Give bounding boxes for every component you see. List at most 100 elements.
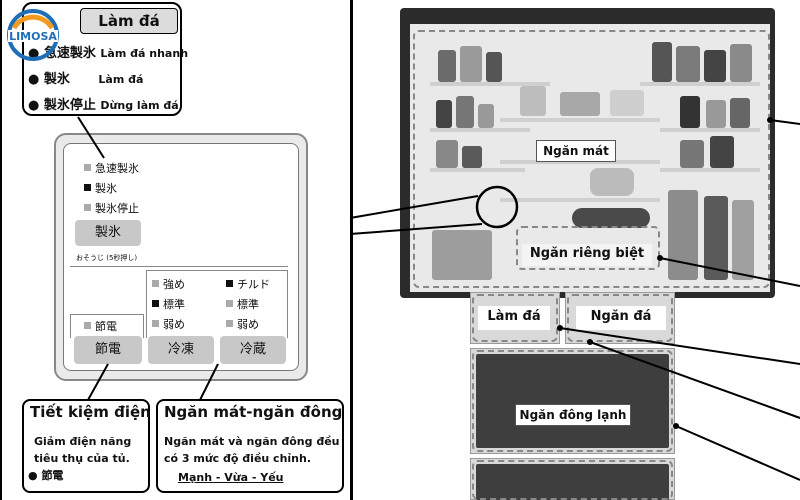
separate-compartment-label: Ngăn riêng biệt xyxy=(522,244,652,266)
ice-compartment-label: Làm đá xyxy=(478,306,550,330)
eco-callout-line1: Giảm điện năng xyxy=(34,435,132,448)
panel-divider xyxy=(70,266,288,267)
jar xyxy=(676,46,700,82)
bottle xyxy=(710,136,734,168)
eco-option-label: 節電 xyxy=(95,320,117,333)
fridge-normal-label: 標準 xyxy=(237,298,259,311)
jar xyxy=(486,52,502,82)
eco-callout-line2: tiêu thụ của tủ. xyxy=(34,452,130,465)
freezer-outline xyxy=(472,350,673,452)
indicator-on-icon xyxy=(152,300,159,307)
fridge-chilled-option: チルド xyxy=(226,276,270,292)
indicator-light-icon xyxy=(152,320,159,327)
ice-row-stop: ● 製氷停止 Dừng làm đá xyxy=(28,94,179,113)
food-items xyxy=(432,230,492,280)
door-shelf xyxy=(430,82,550,86)
temp-options-frame xyxy=(146,270,288,338)
fridge-weak-option: 弱め xyxy=(226,316,259,332)
ice-clean-note: おそうじ (5秒押し) xyxy=(76,254,138,262)
indicator-on-icon xyxy=(84,184,91,191)
indicator-light-icon xyxy=(84,204,91,211)
eco-callout-jp: ● 節電 xyxy=(28,467,63,484)
jar xyxy=(730,44,752,82)
bullet-dot: ● xyxy=(28,72,44,87)
temperature-callout: Ngăn mát-ngăn đông Ngăn mát và ngăn đông… xyxy=(156,399,344,493)
cool-compartment-label: Ngăn mát xyxy=(536,140,616,162)
bottle xyxy=(478,104,494,128)
jar xyxy=(652,42,672,82)
ice-row-quick-jp: 急速製氷 xyxy=(43,46,96,61)
ice-row-quick-vi: Làm đá nhanh xyxy=(100,47,189,60)
interior-shelf xyxy=(500,118,660,122)
interior-shelf xyxy=(500,160,660,164)
divider-line xyxy=(350,0,353,500)
freezer-strong-label: 強め xyxy=(163,278,185,291)
connector-line xyxy=(675,425,800,481)
freezer-strong-option: 強め xyxy=(152,276,185,292)
ice-callout-title: Làm đá xyxy=(80,8,178,34)
door-shelf xyxy=(660,168,760,172)
bottle xyxy=(456,96,474,128)
bottle xyxy=(436,100,452,128)
bottle xyxy=(462,146,482,168)
container xyxy=(520,86,546,116)
eco-button[interactable]: 節電 xyxy=(74,336,142,364)
eco-option: 節電 xyxy=(84,318,117,334)
freezer-button[interactable]: 冷凍 xyxy=(148,336,214,364)
freezer-weak-option: 弱め xyxy=(152,316,185,332)
separate-compartment-outline xyxy=(516,226,660,270)
interior-shelf xyxy=(500,198,660,202)
panel-ice-quick-label: 急速製氷 xyxy=(95,162,139,175)
bullet-dot: ● xyxy=(28,46,44,61)
limosa-logo-icon: LIMOSA xyxy=(7,9,59,61)
panel-ice-stop-option: 製氷停止 xyxy=(84,200,139,216)
vegetable-drawer xyxy=(476,464,669,500)
ice-bin-label: Ngăn đá xyxy=(576,306,666,330)
cans xyxy=(572,208,650,228)
freezer-weak-label: 弱め xyxy=(163,318,185,331)
eco-option-frame xyxy=(70,314,144,338)
ice-row-normal: ● 製氷 Làm đá xyxy=(28,68,143,87)
ice-row-stop-vi: Dừng làm đá xyxy=(100,99,179,112)
fridge-weak-label: 弱め xyxy=(237,318,259,331)
ice-row-stop-jp: 製氷停止 xyxy=(43,98,96,113)
ice-button[interactable]: 製氷 xyxy=(75,220,141,246)
fridge-button[interactable]: 冷蔵 xyxy=(220,336,286,364)
logo-text: LIMOSA xyxy=(9,30,57,43)
ice-row-quick: ● 急速製氷 Làm đá nhanh xyxy=(28,42,188,61)
panel-ice-stop-label: 製氷停止 xyxy=(95,202,139,215)
eco-callout-jp-label: 節電 xyxy=(41,469,64,482)
container xyxy=(560,92,600,116)
door-shelf xyxy=(430,128,530,132)
bottle xyxy=(706,100,726,128)
freezer-normal-option: 標準 xyxy=(152,296,185,312)
panel-ice-quick-option: 急速製氷 xyxy=(84,160,139,176)
indicator-light-icon xyxy=(226,320,233,327)
ice-row-normal-jp: 製氷 xyxy=(43,72,70,87)
bullet-dot: ● xyxy=(28,469,42,482)
indicator-light-icon xyxy=(152,280,159,287)
freezer-label: Ngăn đông lạnh xyxy=(515,404,631,426)
indicator-light-icon xyxy=(84,164,91,171)
indicator-light-icon xyxy=(84,322,91,329)
freezer-normal-label: 標準 xyxy=(163,298,185,311)
bullet-dot: ● xyxy=(28,98,44,113)
jar xyxy=(704,50,726,82)
temperature-callout-levels: Mạnh - Vừa - Yếu xyxy=(178,471,284,484)
bottom-drawer-outline xyxy=(472,460,673,500)
pot xyxy=(590,168,634,196)
panel-ice-normal-label: 製氷 xyxy=(95,182,117,195)
cool-compartment-outline xyxy=(413,30,770,288)
ice-compartment-outline xyxy=(472,294,558,342)
fridge-normal-option: 標準 xyxy=(226,296,259,312)
indicator-on-icon xyxy=(226,280,233,287)
jar xyxy=(438,50,456,82)
bottle xyxy=(680,96,700,128)
temperature-callout-line2: có 3 mức độ điều chỉnh. xyxy=(164,452,312,465)
door-shelf xyxy=(430,168,525,172)
temperature-callout-line1: Ngăn mát và ngăn đông đều xyxy=(164,435,340,448)
bottle xyxy=(436,140,458,168)
ice-row-normal-vi: Làm đá xyxy=(98,73,144,86)
panel-ice-normal-option: 製氷 xyxy=(84,180,117,196)
control-panel xyxy=(63,143,299,371)
